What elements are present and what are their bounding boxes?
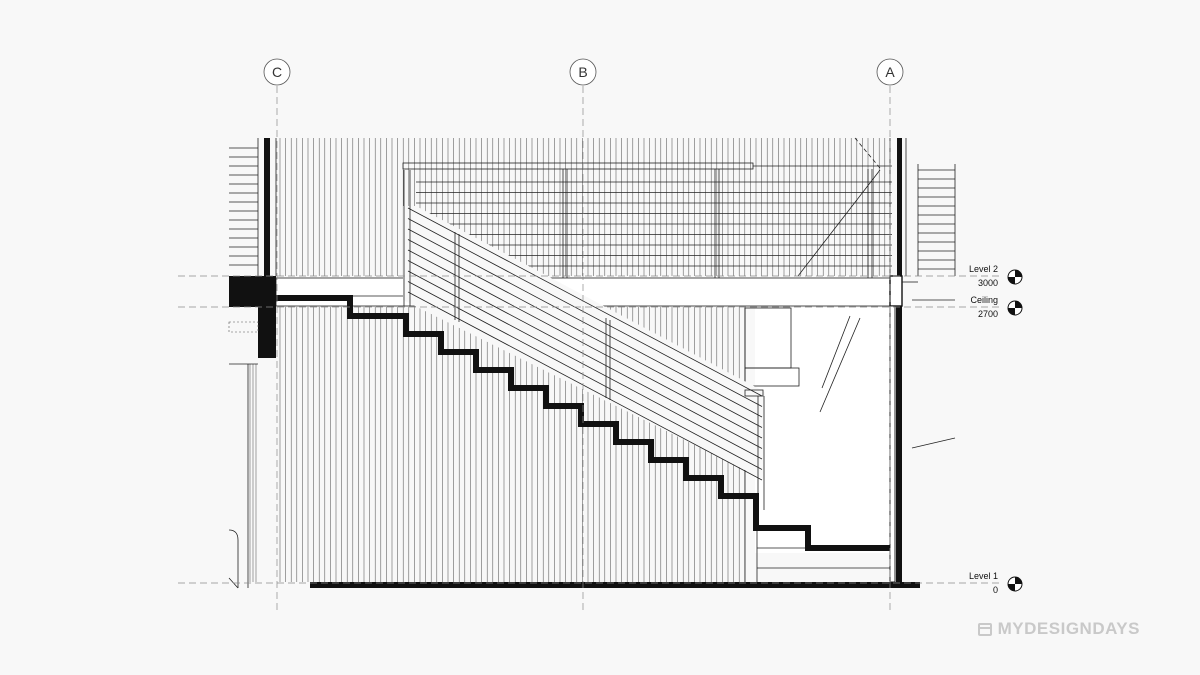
stair-rail-line (407, 218, 763, 407)
level-elevation: 2700 (978, 309, 998, 319)
watermark: MYDESIGNDAYS (977, 619, 1140, 639)
stair-rail-line (407, 270, 763, 460)
stair-rail-line (407, 239, 763, 428)
ground-slab (310, 582, 920, 588)
stair-rail-line (407, 228, 763, 418)
stair-treads (276, 295, 890, 551)
level-marker-level-1: Level 1 0 (969, 571, 1023, 595)
grid-label-a: A (885, 64, 895, 80)
stair-rail-line (407, 260, 763, 449)
level-marker-ceiling: Ceiling 2700 (970, 295, 1023, 319)
watermark-text: MYDESIGNDAYS (997, 619, 1140, 638)
level-marker-level-2: Level 2 3000 (969, 264, 1023, 288)
grid-bubble-b: B (569, 58, 597, 86)
grid-label-c: C (272, 64, 282, 80)
right-exterior-wall (889, 138, 956, 584)
level-name: Level 1 (969, 571, 998, 581)
level-target-icon (1007, 300, 1023, 316)
opening-under-landing (755, 308, 890, 553)
grid-label-b: B (578, 64, 587, 80)
level-name: Ceiling (970, 295, 998, 305)
stair-handrail (403, 170, 765, 510)
upper-railing (402, 137, 892, 278)
level-elevation: 3000 (978, 278, 998, 288)
level-name: Level 2 (969, 264, 998, 274)
level-target-icon (1007, 269, 1023, 285)
grid-bubble-c: C (263, 58, 291, 86)
level-target-icon (1007, 576, 1023, 592)
level-elevation: 0 (993, 585, 998, 595)
stair-rail-line (407, 291, 763, 481)
wall-hatch-lower (279, 307, 746, 582)
grid-bubble-a: A (876, 58, 904, 86)
stair-rail-line (407, 281, 763, 470)
left-exterior-wall (228, 138, 277, 589)
calendar-icon (977, 622, 992, 636)
stair-rail-line (407, 249, 763, 439)
stair-rail-line (407, 207, 763, 397)
wall-hatch-left (249, 364, 257, 582)
